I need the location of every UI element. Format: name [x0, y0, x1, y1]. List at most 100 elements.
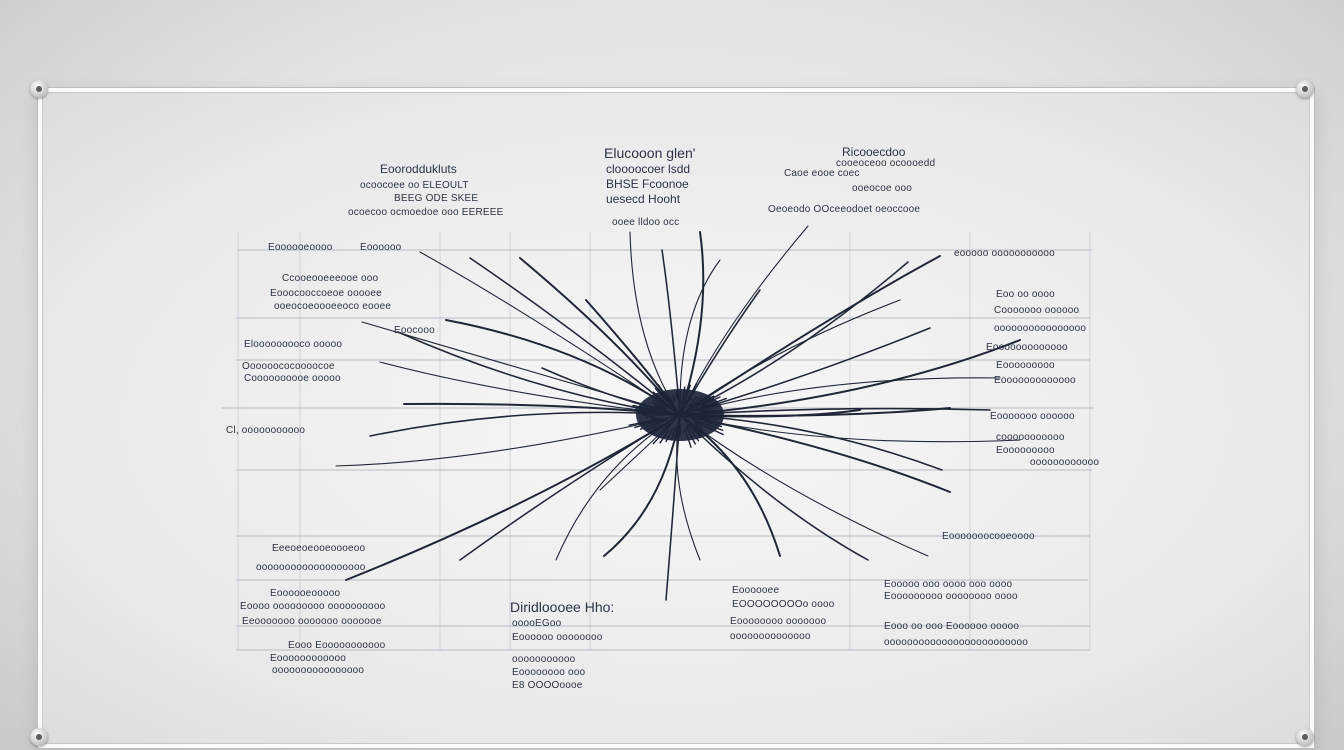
hub-fiber: [692, 395, 709, 407]
hub-fiber: [650, 417, 658, 420]
hub-fiber: [654, 387, 674, 409]
ray-line: [679, 225, 809, 416]
hub-fiber: [684, 428, 692, 448]
hub-fiber: [686, 382, 698, 403]
label-left-5: ooeocoeoooeeoco eooee: [274, 301, 392, 312]
label-top-right-3: Caoe eooe coec: [784, 168, 860, 179]
label-bottom-mid-2: EOOOOOOOOo oooo: [732, 599, 835, 610]
label-bottom-left-8: oooooooooooooooo: [272, 665, 365, 676]
ray-line: [679, 414, 929, 557]
label-top-left-4: ocoecoo ocmoedoe ooo EEREEE: [348, 207, 504, 218]
hub-fiber: [652, 421, 674, 445]
hub-fiber: [634, 418, 665, 429]
label-top-right-5: Oeoeodo OOceeodoet oeoccooe: [768, 204, 921, 215]
hub-fiber: [689, 397, 693, 402]
hub-fiber: [656, 423, 668, 432]
hub-fiber: [652, 401, 667, 410]
grid-lines: [222, 232, 1094, 651]
label-bottom-mid-4: oooooooooooooo: [730, 631, 811, 642]
hub-fiber: [695, 406, 708, 412]
label-top-right-4: ooeocoe ooo: [852, 183, 913, 194]
label-bottom-right-1: Eooooo ooo oooo ooo oooo: [884, 579, 1013, 590]
label-left-10: Cl, ooooooooooo: [226, 425, 306, 436]
label-top-center-3: BHSE Fcoonoe: [606, 177, 689, 191]
hub-fiber: [703, 420, 723, 428]
label-left-9: Coooooooooe ooooo: [244, 373, 341, 384]
hub-fiber: [694, 427, 703, 435]
label-bottom-left-1: Eeeoeoeooeoooeoo: [272, 543, 366, 554]
ray-line: [679, 414, 869, 561]
hub-fiber: [702, 409, 718, 413]
label-top-left-2: ocoocoee oo ELEOULT: [360, 180, 469, 191]
hub-fiber: [689, 395, 703, 408]
hub-fiber: [675, 424, 679, 439]
hub-fiber: [628, 418, 662, 426]
ray-line: [469, 257, 681, 416]
hub-fiber: [659, 428, 670, 444]
label-right-8: Eooooooo oooooo: [990, 411, 1075, 422]
label-bottom-center-4: ooooooooooo: [512, 654, 576, 665]
label-right-1: eooooo ooooooooooo: [954, 248, 1055, 259]
hub-fiber: [630, 400, 657, 410]
label-right-9: cooooooooooo: [996, 432, 1065, 443]
label-left-8: Oooooococoooocoe: [242, 361, 335, 372]
hub-fiber: [657, 383, 674, 407]
hub-fiber: [675, 391, 678, 400]
central-hub: [628, 382, 728, 448]
bottom-right-clip-icon: [1296, 728, 1314, 746]
ray-line: [361, 321, 681, 416]
hub-fiber: [651, 395, 666, 406]
label-left-4: Eooocooccoeoe ooooee: [270, 288, 382, 299]
hub-fiber: [696, 415, 714, 418]
label-top-left-3: BEEG ODE SKEE: [394, 193, 479, 204]
label-bottom-center-5: Eoooooooo ooo: [512, 667, 586, 678]
label-right-4: oooooooooooooooo: [994, 323, 1087, 334]
hub-fiber: [653, 405, 669, 412]
label-top-right-2: cooeoceoo ocoooedd: [836, 158, 936, 169]
hub-fiber: [694, 422, 703, 429]
hub-fiber: [699, 416, 718, 421]
hub-fiber: [698, 407, 713, 412]
label-bottom-left-5: Eeooooooo ooooooo ooooooe: [242, 616, 382, 627]
label-bottom-right-3: Eooo oo ooo Eoooooo ooooo: [884, 621, 1020, 632]
hub-fiber: [701, 418, 721, 424]
hub-fiber: [651, 398, 666, 408]
ray-line: [679, 231, 705, 416]
hub-fiber: [691, 397, 728, 412]
label-left-6: Eoocooo: [394, 325, 435, 336]
label-bottom-center-6: E8 OOOOoooe: [512, 680, 583, 691]
hub-fiber: [686, 423, 700, 442]
hub-fiber: [632, 404, 659, 412]
label-bottom-center-3: Eoooooo oooooooo: [512, 632, 603, 643]
hub-fiber: [670, 396, 675, 404]
label-left-3: Ccooeooeeeooe ooo: [282, 273, 379, 284]
label-top-right-1: Ricooecdoo: [842, 145, 906, 159]
label-bottom-mid-3: Eoooooooo ooooooo: [730, 616, 827, 627]
label-top-center-1: Elucooon glen': [604, 145, 696, 161]
label-right-11: oooooooooooo: [1030, 457, 1100, 468]
label-bottom-left-4: Eoooo ooooooooo oooooooooo: [240, 601, 386, 612]
label-top-center-2: cloooocoer lsdd: [606, 162, 691, 176]
label-left-1: Eoooooeoooo: [268, 242, 333, 253]
hub-fiber: [645, 423, 660, 431]
hub-core: [636, 389, 724, 441]
hub-fiber: [638, 411, 664, 415]
hub-fiber: [693, 420, 724, 436]
ray-line: [459, 414, 681, 561]
hub-fiber: [685, 426, 697, 445]
label-left-7: Elooooooooco ooooo: [244, 339, 343, 350]
label-bottom-mid-1: Eoooooee: [732, 585, 780, 596]
hub-fiber: [672, 394, 676, 402]
hub-fiber: [696, 395, 715, 407]
label-bottom-left-7: Eoooooooooooo: [270, 653, 347, 664]
hub-fiber: [661, 422, 671, 431]
label-right-6: Eooooooooo: [996, 360, 1055, 371]
hub-fiber: [686, 421, 702, 439]
label-right-5: Eooooooooooooo: [986, 342, 1068, 353]
label-top-left-1: Eooroddukluts: [380, 162, 457, 176]
bottom-left-clip-icon: [30, 728, 48, 746]
hub-fiber: [681, 386, 686, 406]
hub-fiber: [634, 408, 661, 414]
label-bottom-left-6: Eooo Eooooooooooo: [288, 640, 386, 651]
